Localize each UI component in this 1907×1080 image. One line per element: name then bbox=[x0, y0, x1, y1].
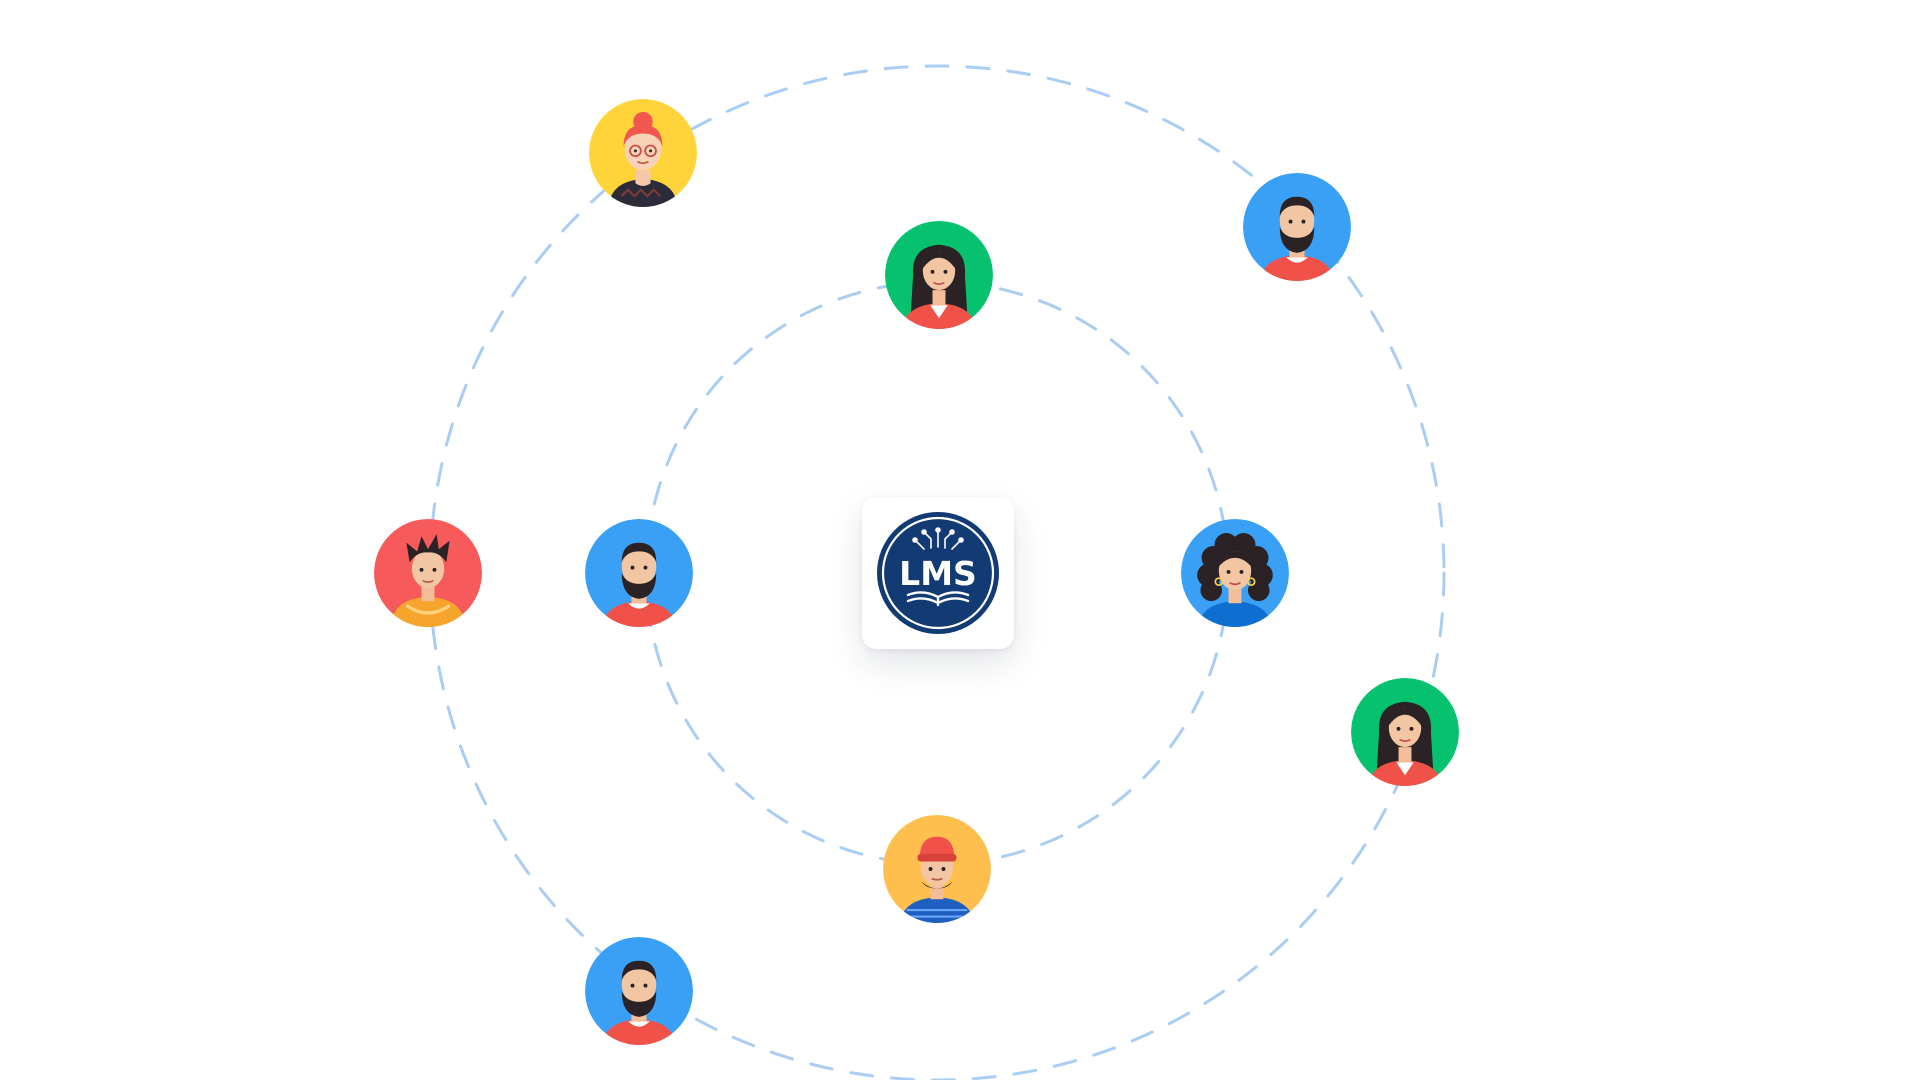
woman-long-hair-icon bbox=[885, 221, 993, 329]
woman-long-hair-icon bbox=[1351, 678, 1459, 786]
bearded-man-icon bbox=[585, 519, 693, 627]
man-spiky-hair-hoodie-icon bbox=[374, 519, 482, 627]
avatar-outer-left[interactable] bbox=[374, 519, 482, 627]
woman-red-bun-glasses-icon bbox=[589, 99, 697, 207]
avatar-outer-top-left[interactable] bbox=[589, 99, 697, 207]
avatar-outer-right[interactable] bbox=[1351, 678, 1459, 786]
bearded-man-icon bbox=[585, 937, 693, 1045]
avatar-inner-bottom[interactable] bbox=[883, 815, 991, 923]
avatar-inner-right[interactable] bbox=[1181, 519, 1289, 627]
woman-curly-hair-icon bbox=[1181, 519, 1289, 627]
man-beanie-icon bbox=[883, 815, 991, 923]
lms-logo-text: LMS bbox=[899, 554, 977, 593]
lms-hub-card[interactable]: LMS bbox=[862, 497, 1014, 649]
outer-orbit bbox=[428, 64, 1446, 1080]
bearded-man-icon bbox=[1243, 173, 1351, 281]
book-circuit-icon bbox=[906, 527, 970, 607]
avatar-inner-left[interactable] bbox=[585, 519, 693, 627]
avatar-inner-top[interactable] bbox=[885, 221, 993, 329]
avatar-outer-bottom-left[interactable] bbox=[585, 937, 693, 1045]
lms-logo: LMS bbox=[877, 512, 999, 634]
avatar-outer-top-right[interactable] bbox=[1243, 173, 1351, 281]
